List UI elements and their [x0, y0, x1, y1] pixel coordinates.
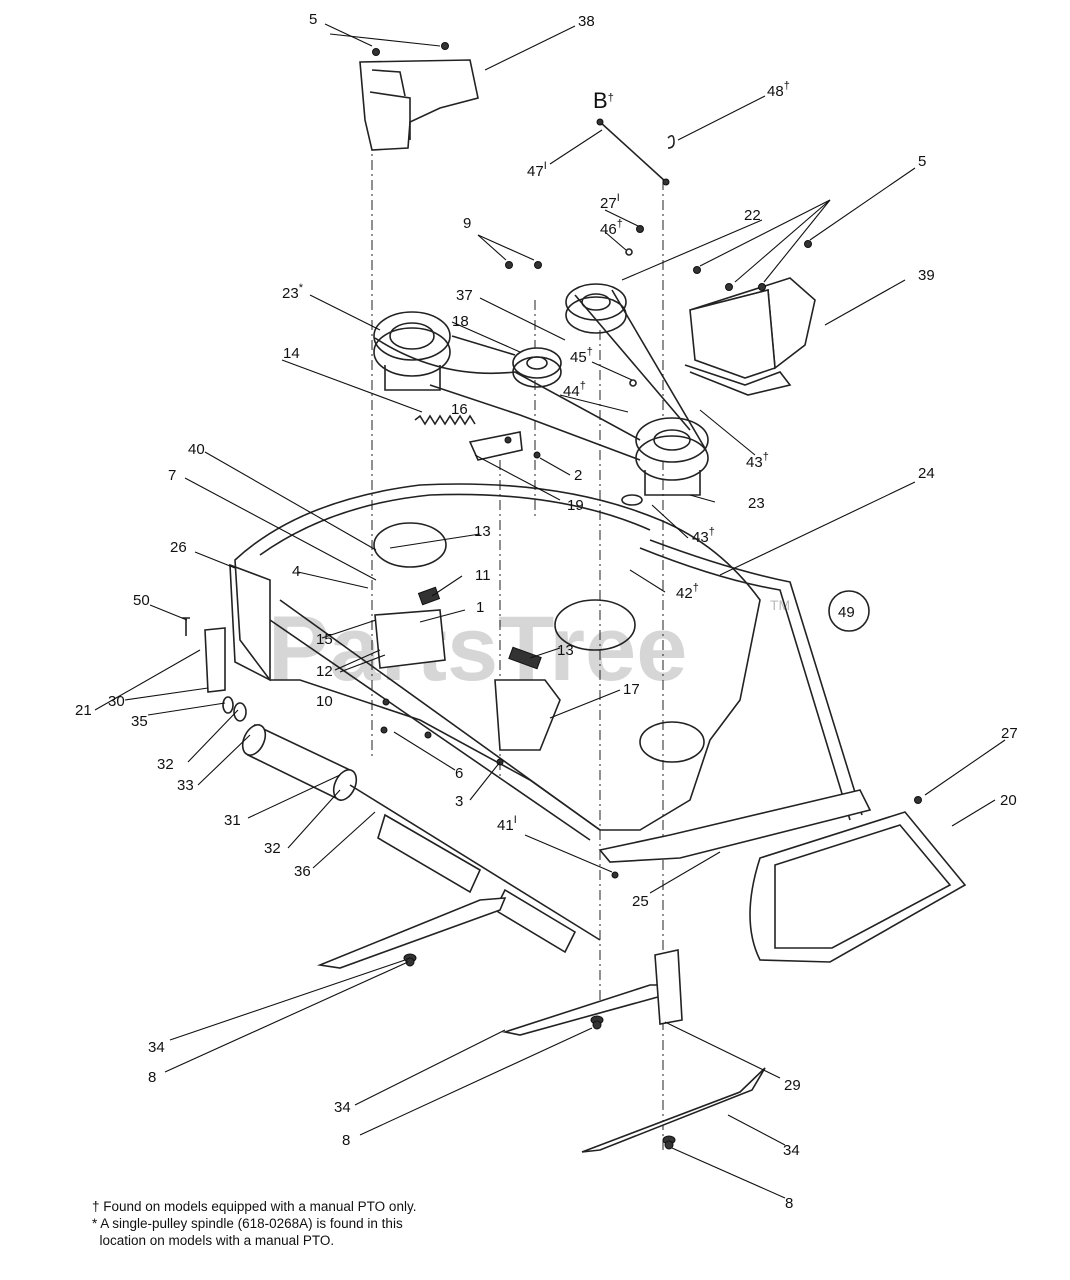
callout-label-32a: 32: [157, 756, 174, 773]
callout-label-21: 21: [75, 702, 92, 719]
footnotes: † Found on models equipped with a manual…: [92, 1198, 512, 1249]
callout-label-29: 29: [784, 1077, 801, 1094]
callout-label-5b: 5: [918, 153, 926, 170]
callout-label-1: 1: [476, 599, 484, 616]
callout-label-34c: 34: [783, 1142, 800, 1159]
callout-label-40: 40: [188, 441, 205, 458]
svg-text:49: 49: [838, 604, 855, 621]
part-37-belt: [374, 289, 707, 461]
callout-label-8a: 8: [148, 1069, 156, 1086]
callout-label-9: 9: [463, 215, 471, 232]
callout-label-6: 6: [455, 765, 463, 782]
callout-label-33: 33: [177, 777, 194, 794]
callout-label-24: 24: [918, 465, 935, 482]
part-39-belt-cover: [684, 277, 816, 396]
callout-label-34b: 34: [334, 1099, 351, 1116]
watermark-tm: TM: [770, 597, 790, 613]
part-34-blade-center: [501, 984, 677, 1036]
callout-label-20: 20: [1000, 792, 1017, 809]
callout-label-39: 39: [918, 267, 935, 284]
callout-label-10: 10: [316, 693, 333, 710]
part-18-idler-pulley: [512, 347, 562, 388]
footnote-asterisk: * A single-pulley spindle (618-0268A) is…: [92, 1216, 403, 1231]
callout-label-30: 30: [108, 693, 125, 710]
callout-label-12: 12: [316, 663, 333, 680]
part-20-deflector: [749, 811, 967, 963]
deck-shell: [229, 483, 761, 841]
callout-label-44: 44†: [563, 380, 586, 400]
fasteners: [372, 42, 922, 1150]
callout-label-13a: 13: [474, 523, 491, 540]
callout-label-32b: 32: [264, 840, 281, 857]
callout-label-2: 2: [574, 467, 582, 484]
callout-label-45: 45†: [570, 346, 593, 366]
callout-label-14: 14: [283, 345, 300, 362]
part-23-spindle-pulley-right: [635, 417, 709, 496]
callout-label-46: 46†: [600, 218, 623, 238]
callout-label-11: 11: [475, 567, 491, 584]
callout-label-27a: 27I: [600, 192, 620, 212]
callout-label-8c: 8: [785, 1195, 793, 1212]
part-34-blade-right: [581, 1067, 766, 1153]
callout-label-18: 18: [452, 313, 469, 330]
callout-label-B: B†: [593, 88, 614, 113]
part-31-roller: [241, 723, 358, 802]
callout-label-43a: 43†: [746, 451, 769, 471]
callout-label-41: 41I: [497, 814, 517, 834]
callout-label-48: 48†: [767, 80, 790, 100]
callout-label-38: 38: [578, 13, 595, 30]
callout-label-3: 3: [455, 793, 463, 810]
callout-label-7: 7: [168, 467, 176, 484]
footnote-dagger: † Found on models equipped with a manual…: [92, 1199, 417, 1214]
callout-label-50: 50: [133, 592, 150, 609]
leader-lines: [94, 23, 1006, 1199]
callout-label-16: 16: [451, 401, 468, 418]
callout-label-13b: 13: [557, 642, 574, 659]
callout-label-37: 37: [456, 287, 473, 304]
circled-label-49: 49: [828, 590, 870, 632]
callout-label-31: 31: [224, 812, 241, 829]
callout-label-26: 26: [170, 539, 187, 556]
part-25-bracket: [598, 789, 872, 863]
callout-label-42: 42†: [676, 582, 699, 602]
callout-label-8b: 8: [342, 1132, 350, 1149]
part-34-blade-left: [316, 897, 507, 969]
callout-label-22: 22: [744, 207, 761, 224]
callout-label-19: 19: [567, 497, 584, 514]
part-16-idler-bracket: [468, 431, 523, 461]
part-29-bracket: [654, 949, 683, 1025]
callout-label-4: 4: [292, 563, 300, 580]
callout-label-34a: 34: [148, 1039, 165, 1056]
callout-label-17: 17: [623, 681, 640, 698]
part-21-bracket: [182, 617, 226, 693]
part-23-spindle-pulley-left: [373, 311, 451, 391]
callout-label-23a: 23*: [282, 282, 304, 302]
callout-label-43b: 43†: [692, 526, 715, 546]
callout-label-35: 35: [131, 713, 148, 730]
callout-label-47: 47I: [527, 160, 547, 180]
part-24-rod: [639, 539, 863, 821]
callout-label-36: 36: [294, 863, 311, 880]
footnote-asterisk-cont: location on models with a manual PTO.: [92, 1233, 335, 1248]
part-36-axle: [222, 696, 601, 954]
part-47-cable: [596, 118, 675, 186]
watermark: PartsTree: [268, 598, 687, 700]
part-17-bracket: [494, 679, 561, 751]
part-38-chute-bracket: [359, 59, 479, 151]
callout-label-27b: 27: [1001, 725, 1018, 742]
part-14-spring: [414, 414, 476, 426]
callout-label-15: 15: [316, 631, 333, 648]
callout-label-5a: 5: [309, 11, 317, 28]
part-13-spring: [508, 646, 542, 670]
part-22-spindle-pulley-top: [565, 283, 627, 334]
callout-label-23b: 23: [748, 495, 765, 512]
callout-label-25: 25: [632, 893, 649, 910]
